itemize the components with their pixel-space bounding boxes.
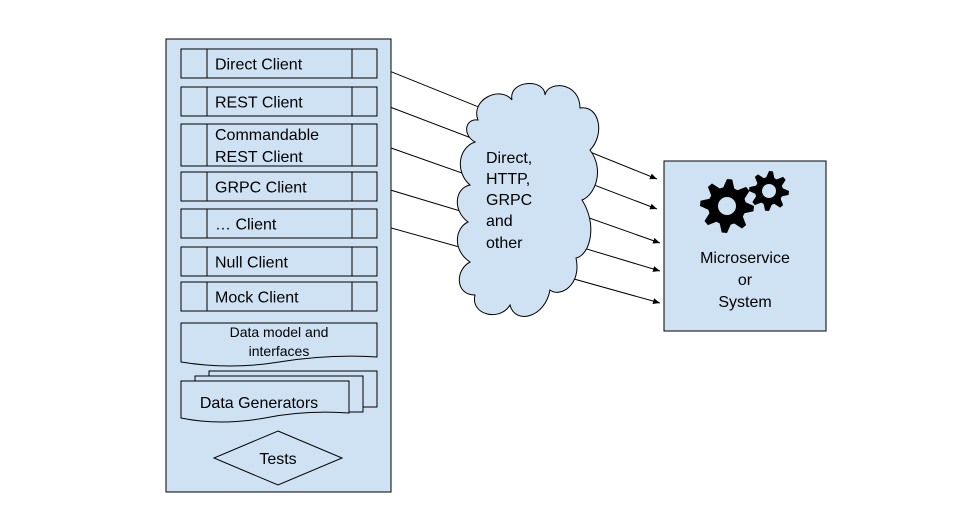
- cloud-label-line3: GRPC: [486, 192, 532, 209]
- client-box-grpc: GRPC Client: [180, 171, 378, 202]
- protocol-cloud: Direct, HTTP, GRPC and other: [456, 83, 600, 317]
- client-box-other: … Client: [180, 208, 378, 239]
- gears-icon: [700, 171, 789, 233]
- client-label: Commandable: [215, 127, 319, 144]
- cloud-label-line2: HTTP,: [486, 171, 530, 188]
- data-generators-box: Data Generators: [180, 370, 378, 423]
- client-label: Direct Client: [215, 57, 303, 74]
- client-box-null: Null Client: [180, 246, 378, 277]
- microservice-label-line2: or: [738, 272, 753, 289]
- tests-label: Tests: [259, 451, 296, 468]
- client-box-direct: Direct Client: [180, 48, 378, 79]
- microservice-label-line3: System: [718, 294, 771, 311]
- client-label: … Client: [215, 217, 277, 234]
- client-label: Mock Client: [215, 290, 299, 307]
- client-box-mock: Mock Client: [180, 281, 378, 312]
- data-model-box: Data model and interfaces: [180, 322, 378, 367]
- microservice-label-line1: Microservice: [700, 250, 790, 267]
- client-box-rest: REST Client: [180, 86, 378, 117]
- client-label: GRPC Client: [215, 180, 307, 197]
- client-label: REST Client: [215, 95, 303, 112]
- data-generators-label: Data Generators: [200, 395, 318, 412]
- data-model-label-line1: Data model and: [230, 324, 329, 340]
- client-label: Null Client: [215, 255, 288, 272]
- cloud-label-line4: and: [486, 213, 513, 230]
- cloud-label-line1: Direct,: [486, 150, 532, 167]
- microservice-box: Microservice or System: [663, 160, 827, 332]
- tests-diamond: Tests: [212, 430, 344, 486]
- client-label: REST Client: [215, 149, 303, 166]
- data-model-label-line2: interfaces: [249, 343, 310, 359]
- cloud-label-line5: other: [486, 235, 523, 252]
